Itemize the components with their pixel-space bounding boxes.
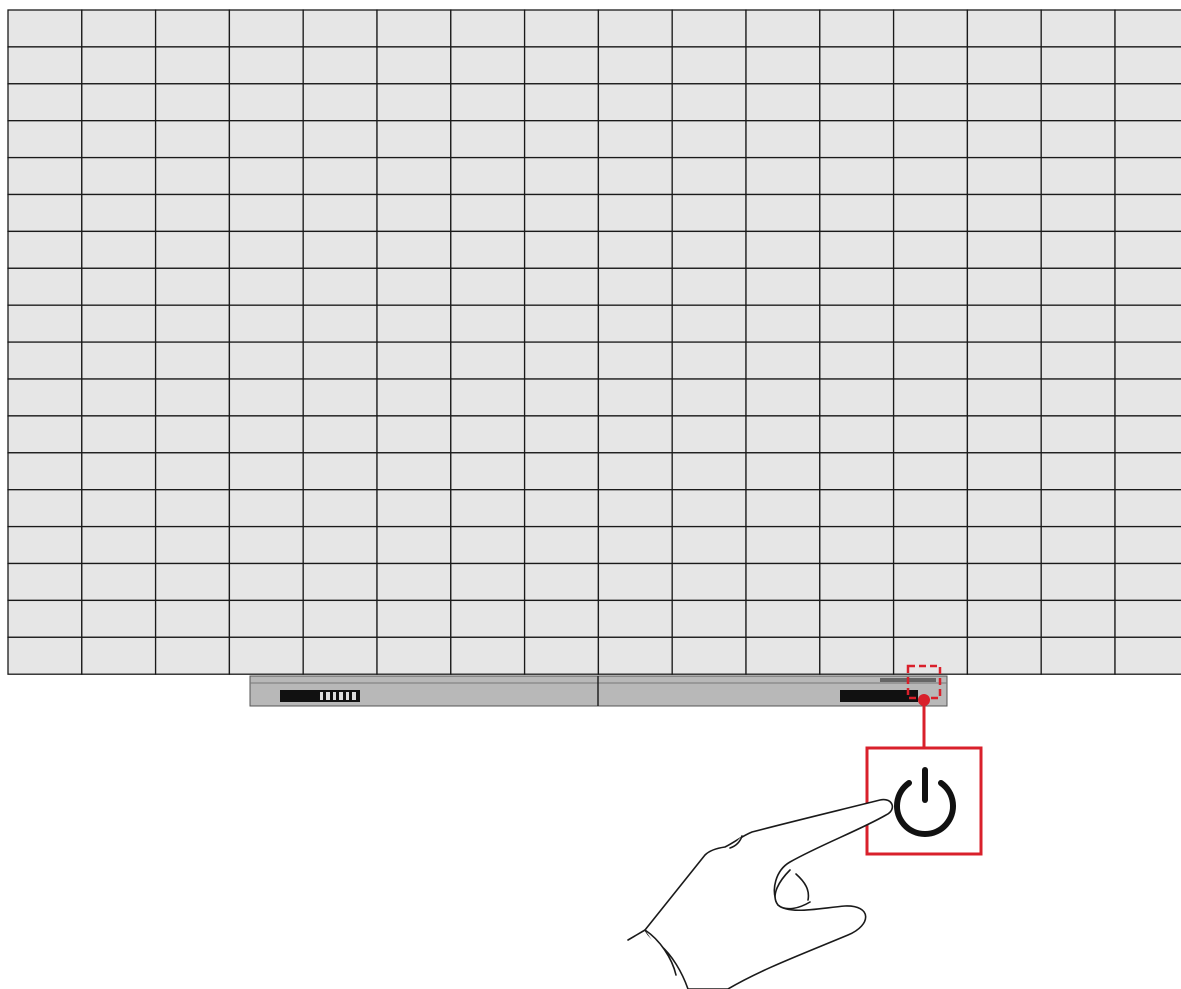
hand-pointing-icon [628,800,892,989]
control-bar [250,676,947,706]
control-bar-right-label [840,690,918,702]
